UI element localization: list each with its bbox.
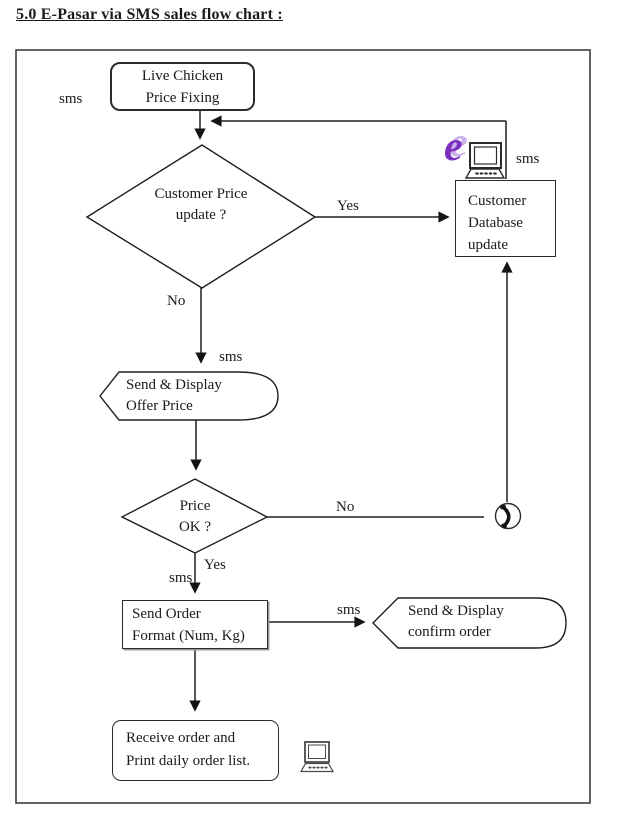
node-text-line: update bbox=[468, 237, 508, 253]
decision-price-ok bbox=[120, 478, 269, 554]
edge-label-sms-order: sms bbox=[169, 570, 193, 586]
display-text-confirm-order: Send & Display confirm order bbox=[408, 601, 548, 643]
process-receive-print-order: Receive order and Print daily order list… bbox=[112, 720, 279, 781]
edge-label-sms-confirm: sms bbox=[337, 602, 361, 618]
flowchart-frame bbox=[15, 49, 591, 804]
node-text-line: Receive order and bbox=[126, 730, 236, 746]
node-text-line: Price bbox=[179, 498, 211, 514]
node-text-line: OK ? bbox=[178, 519, 212, 535]
node-text-line: Format (Num, Kg) bbox=[132, 628, 245, 644]
decision-text-customer-price-update: Customer Price update ? bbox=[110, 184, 292, 226]
svg-text:e: e bbox=[444, 124, 463, 170]
node-text-line: Send Order bbox=[132, 606, 201, 622]
node-text-line: Customer bbox=[468, 193, 527, 209]
node-text-line: Customer Price bbox=[154, 186, 248, 202]
display-offer-price-shape bbox=[99, 371, 279, 421]
edge-label-sms-top-right: sms bbox=[516, 151, 540, 167]
decision-text-price-ok: Price OK ? bbox=[135, 496, 255, 538]
decision-customer-price-update bbox=[85, 144, 317, 289]
display-confirm-order-shape bbox=[372, 597, 567, 649]
node-text-line: confirm order bbox=[408, 624, 491, 640]
process-send-order-format: Send Order Format (Num, Kg) bbox=[122, 600, 268, 649]
node-text-line: Send & Display bbox=[408, 603, 504, 619]
process-customer-database-update: Customer Database update bbox=[455, 180, 556, 257]
page-title: 5.0 E-Pasar via SMS sales flow chart : bbox=[16, 6, 283, 23]
edge-label-sms-offer: sms bbox=[219, 349, 243, 365]
edge-label-sms-top-left: sms bbox=[59, 91, 83, 107]
edge-label-yes-1: Yes bbox=[337, 198, 359, 214]
edge-label-no-1: No bbox=[167, 293, 186, 309]
e-logo-icon: e e bbox=[444, 120, 468, 170]
edge-label-no-2: No bbox=[336, 499, 355, 515]
computer-icon bbox=[464, 142, 506, 179]
process-live-chicken-price-fixing: Live Chicken Price Fixing bbox=[110, 62, 255, 111]
svg-text:e: e bbox=[449, 120, 468, 166]
node-text-line: Offer Price bbox=[126, 398, 193, 414]
node-text-line: update ? bbox=[175, 207, 227, 223]
computer-icon bbox=[299, 741, 335, 773]
phone-icon bbox=[494, 502, 522, 530]
node-text-line: Live Chicken bbox=[141, 67, 224, 84]
display-text-offer-price: Send & Display Offer Price bbox=[126, 375, 266, 417]
node-text-line: Print daily order list. bbox=[126, 753, 251, 769]
node-text-line: Database bbox=[468, 215, 523, 231]
node-text-line: Price Fixing bbox=[145, 89, 220, 106]
edge-label-yes-2: Yes bbox=[204, 557, 226, 573]
node-text-line: Send & Display bbox=[126, 377, 222, 393]
